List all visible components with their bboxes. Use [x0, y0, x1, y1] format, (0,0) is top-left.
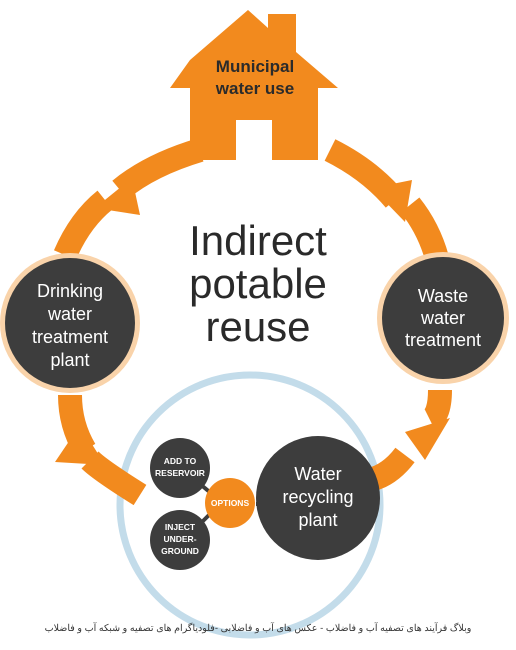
- recycling-label-line2: recycling: [282, 487, 353, 507]
- house-shape: [170, 10, 338, 160]
- drinking-node-circle: [5, 258, 135, 388]
- node-drinking-water-treatment: Drinking water treatment plant: [0, 253, 140, 393]
- waste-label-line3: treatment: [405, 330, 481, 350]
- arrowhead-to-drinking: [55, 425, 105, 465]
- arrowhead-to-waste: [372, 180, 412, 222]
- arrowhead-to-house: [95, 178, 140, 215]
- inject-label-line2: UNDER-: [163, 534, 196, 544]
- inject-label-line1: INJECT: [165, 522, 196, 532]
- waste-label-line2: water: [420, 308, 465, 328]
- recycling-boundary-ring: [116, 371, 384, 639]
- node-water-recycling-plant: Water recycling plant: [256, 436, 380, 560]
- inject-label-line3: GROUND: [161, 546, 199, 556]
- options-hub-label: OPTIONS: [211, 498, 250, 508]
- cycle-arrowheads: [55, 178, 450, 465]
- center-title: Indirect potable reuse: [189, 217, 327, 350]
- reservoir-option-circle: [150, 438, 210, 498]
- drinking-label-line4: plant: [50, 350, 89, 370]
- reservoir-label-line2: RESERVOIR: [155, 468, 205, 478]
- center-title-line2: potable: [189, 260, 327, 307]
- house-label-line1: Municipal: [216, 57, 294, 76]
- center-title-line3: reuse: [205, 303, 310, 350]
- drinking-label-line3: treatment: [32, 327, 108, 347]
- recycling-label-line3: plant: [298, 510, 337, 530]
- reservoir-label-line1: ADD TO: [164, 456, 197, 466]
- drinking-label-line2: water: [47, 304, 92, 324]
- arrow-arc-recycling-to-drinking: [81, 451, 147, 506]
- inject-option-circle: [150, 510, 210, 570]
- house-label-line2: water use: [215, 79, 294, 98]
- waste-label-line1: Waste: [418, 286, 468, 306]
- option-inject-underground: INJECT UNDER- GROUND: [150, 510, 210, 570]
- recycling-label-line1: Water: [294, 464, 341, 484]
- options-hub-circle: [205, 478, 255, 528]
- arrowhead-to-recycling: [405, 418, 450, 460]
- arrow-arc-waste-to-recycling: [423, 389, 452, 431]
- drinking-label-line1: Drinking: [37, 281, 103, 301]
- watermark-caption: وبلاگ فرآیند های تصفیه آب و فاضلاب - عکس…: [45, 621, 472, 634]
- options-hub: OPTIONS: [205, 478, 255, 528]
- waste-node-circle: [382, 257, 504, 379]
- option-add-to-reservoir: ADD TO RESERVOIR: [150, 438, 210, 498]
- municipal-house: Municipal water use: [170, 10, 338, 160]
- center-title-line1: Indirect: [189, 217, 327, 264]
- recycling-node-circle: [256, 436, 380, 560]
- node-waste-water-treatment: Waste water treatment: [377, 252, 509, 384]
